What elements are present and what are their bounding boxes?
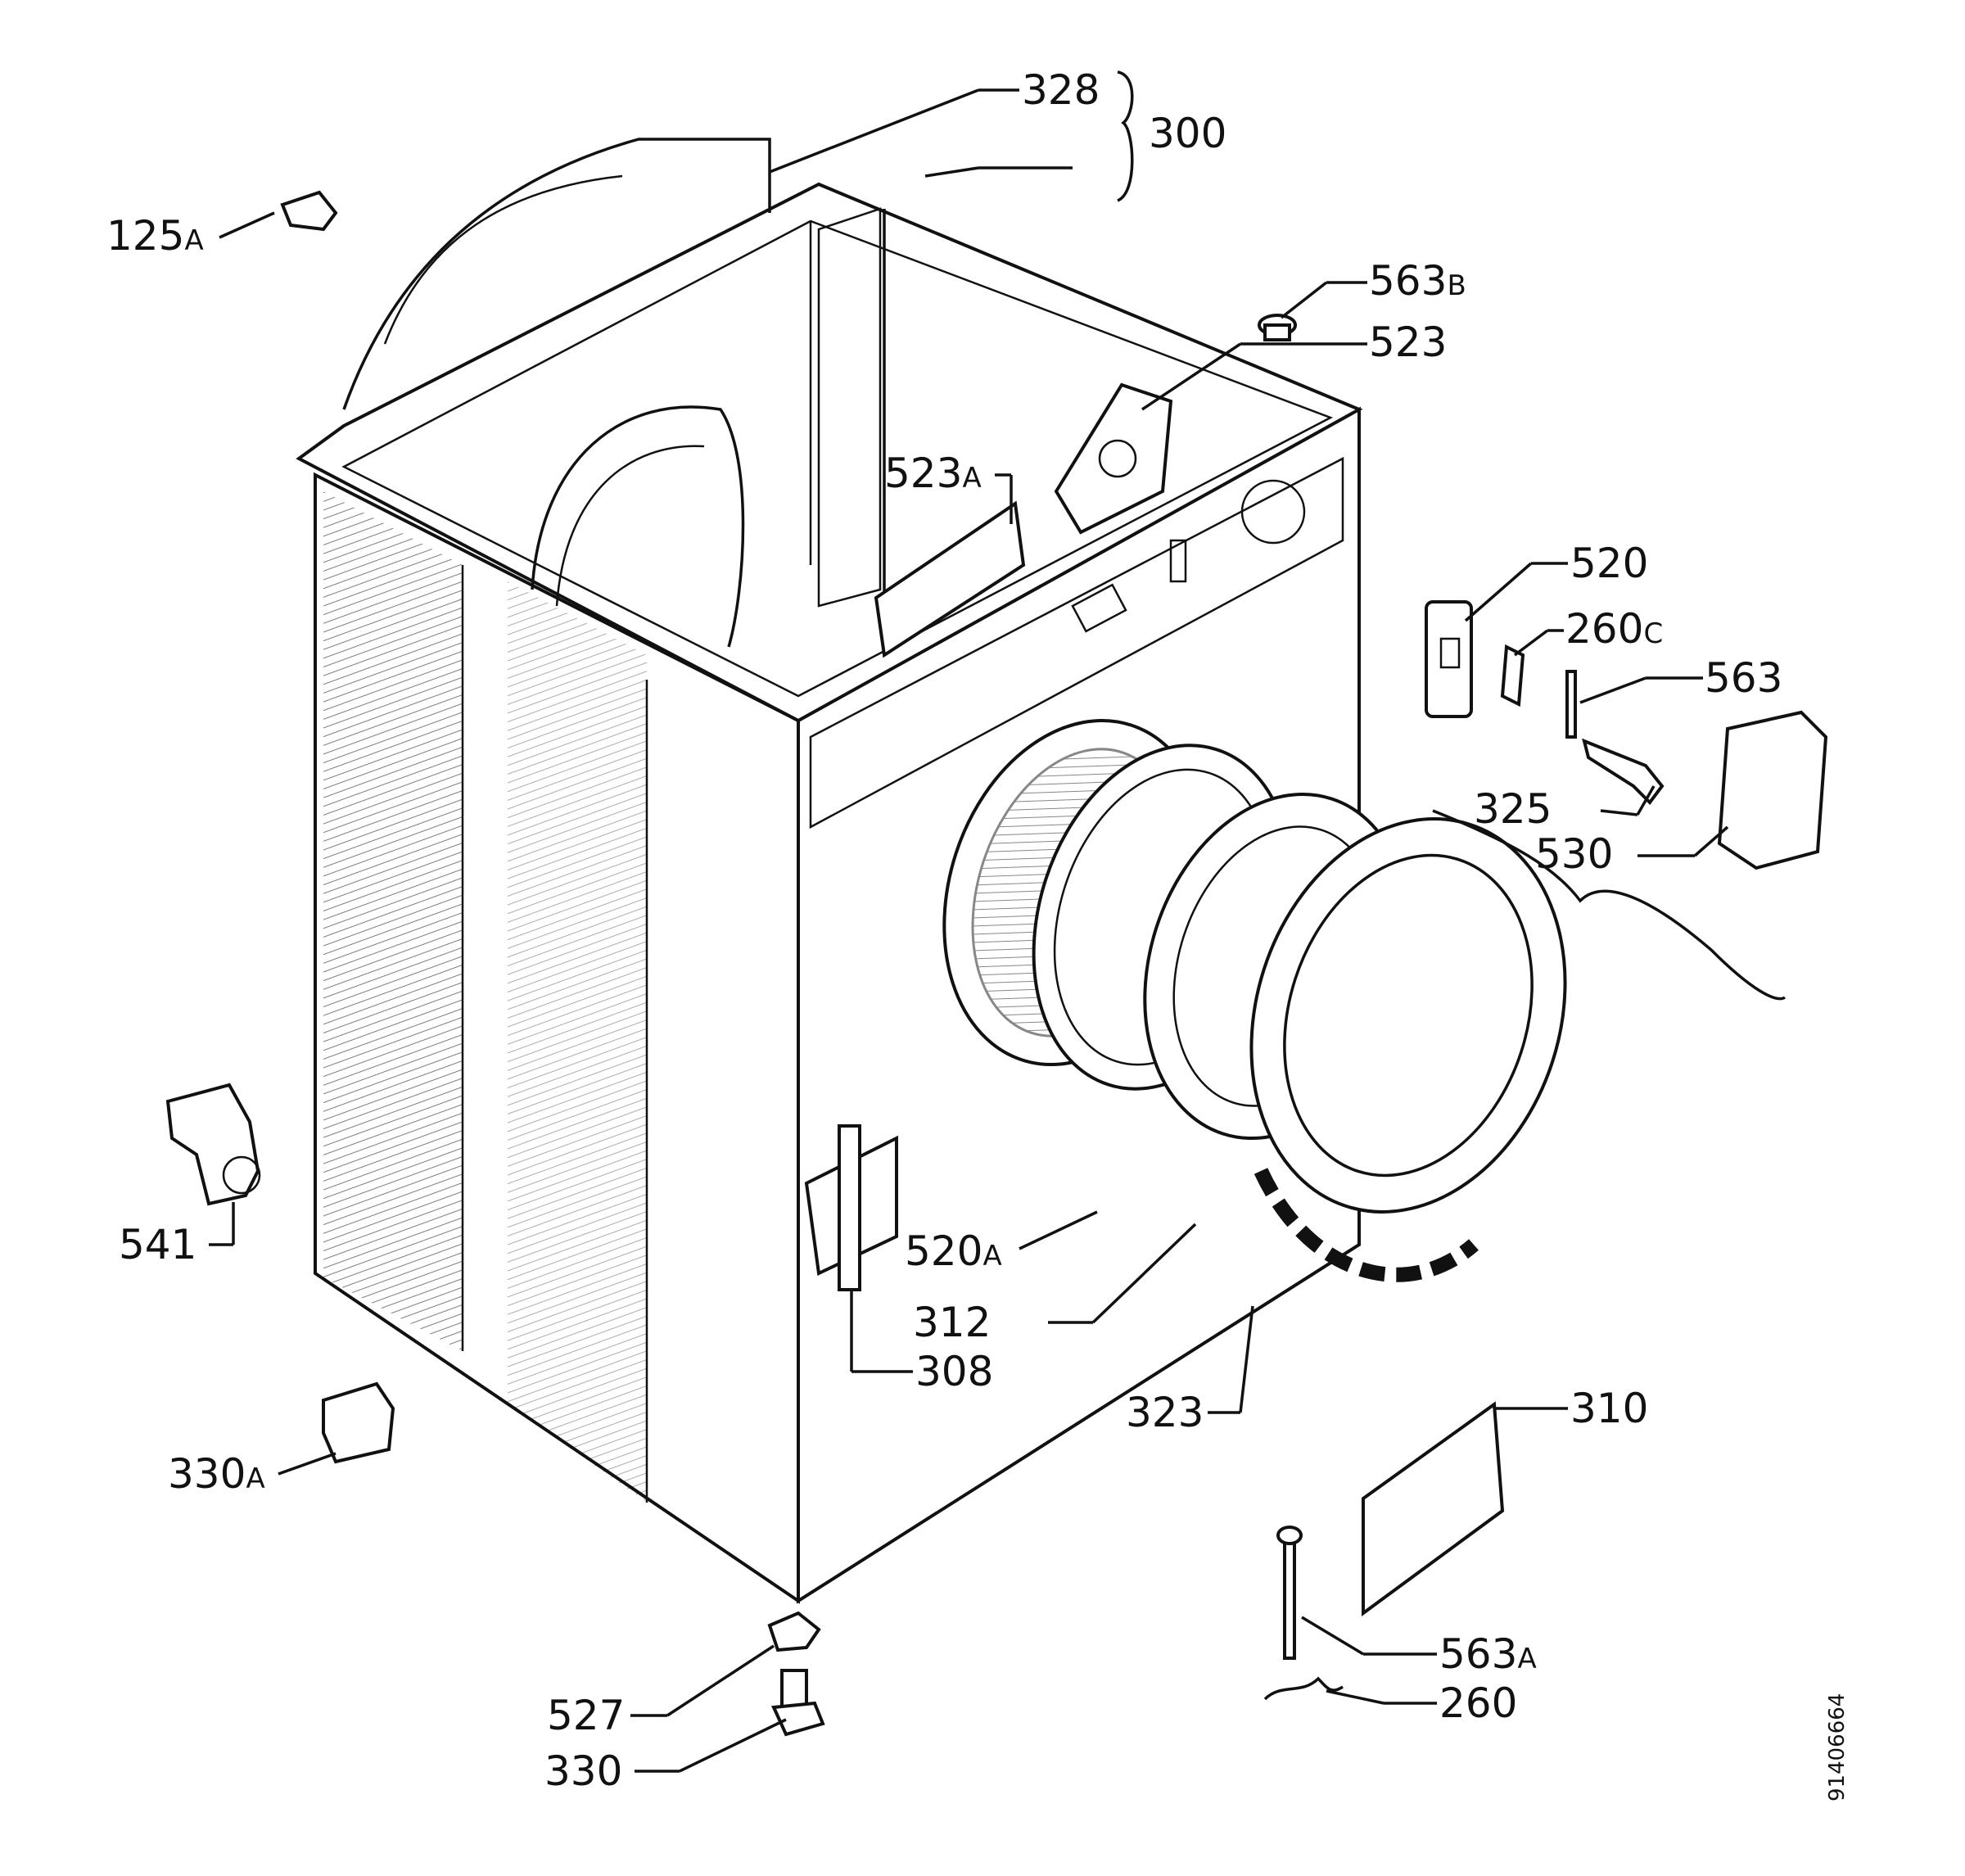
callout-125a-suffix: A — [184, 224, 203, 257]
drawing-reference-number: 91406664 — [1825, 1693, 1850, 1801]
callout-260c: 260C — [1565, 605, 1663, 653]
callout-520a-suffix: A — [982, 1240, 1001, 1273]
leader-lines — [209, 70, 1729, 1773]
callout-330a-suffix: A — [246, 1462, 264, 1495]
callout-563b-number: 563 — [1369, 257, 1447, 305]
callout-310: 310 — [1570, 1385, 1648, 1432]
loose-parts — [165, 190, 1828, 1737]
callout-523a-suffix: A — [962, 462, 981, 495]
callout-325: 325 — [1474, 785, 1552, 833]
callout-260c-number: 260 — [1565, 605, 1643, 653]
callout-300: 300 — [1149, 110, 1226, 157]
callout-330a-number: 330 — [168, 1450, 246, 1498]
callout-125a-number: 125 — [106, 212, 184, 260]
callout-527: 527 — [547, 1692, 625, 1739]
callout-530: 530 — [1535, 830, 1613, 878]
callout-312: 312 — [913, 1299, 991, 1346]
callout-323: 323 — [1126, 1389, 1204, 1436]
callout-563a: 563A — [1439, 1630, 1537, 1678]
callout-563a-number: 563 — [1439, 1630, 1517, 1678]
door-assembly — [942, 718, 1567, 1282]
callout-520a-number: 520 — [905, 1227, 982, 1275]
callout-330a: 330A — [168, 1450, 265, 1498]
callout-563a-suffix: A — [1517, 1643, 1536, 1675]
cabinet-body — [296, 138, 1363, 1604]
callout-563b: 563B — [1369, 257, 1466, 305]
callout-523a: 523A — [884, 450, 982, 497]
callout-563b-suffix: B — [1447, 269, 1466, 302]
callout-330: 330 — [544, 1747, 622, 1795]
callout-260c-suffix: C — [1643, 617, 1663, 650]
callout-328: 328 — [1022, 66, 1100, 114]
callout-520a: 520A — [905, 1227, 1002, 1275]
callout-125a: 125A — [106, 212, 204, 260]
callout-523: 523 — [1369, 319, 1447, 366]
callout-308: 308 — [915, 1348, 993, 1395]
callout-260: 260 — [1439, 1679, 1517, 1727]
callout-541: 541 — [119, 1221, 196, 1268]
callout-563: 563 — [1705, 654, 1782, 702]
callout-labels: 328 300 125A 563B 523 523A 520 260C 563 … — [106, 66, 1850, 1801]
callout-520: 520 — [1570, 540, 1648, 587]
callout-523a-number: 523 — [884, 450, 962, 497]
